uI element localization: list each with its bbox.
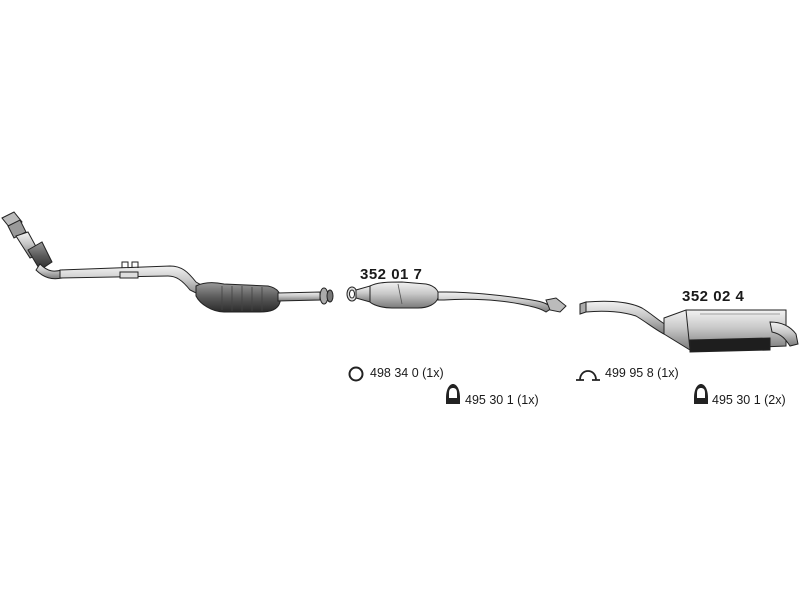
accessory-mount-a: 495 30 1 (1x) (465, 393, 539, 407)
rear-silencer-section (579, 300, 799, 353)
middle-silencer-section (346, 281, 567, 313)
middle-section-part-number: 352 01 7 (360, 266, 423, 283)
accessory-ring-a: 498 34 0 (1x) (370, 366, 444, 380)
rubber-mount-icon-rear (694, 384, 708, 404)
front-pipe-catalytic-converter (1, 211, 334, 313)
rear-silencer-part-number: 352 02 4 (682, 288, 745, 305)
sealing-ring-icon (348, 366, 364, 382)
accessory-mount-b: 495 30 1 (2x) (712, 393, 786, 407)
accessory-clamp-b: 499 95 8 (1x) (605, 366, 679, 380)
pipe-clamp-icon (576, 370, 600, 381)
rubber-mount-icon (446, 384, 460, 404)
